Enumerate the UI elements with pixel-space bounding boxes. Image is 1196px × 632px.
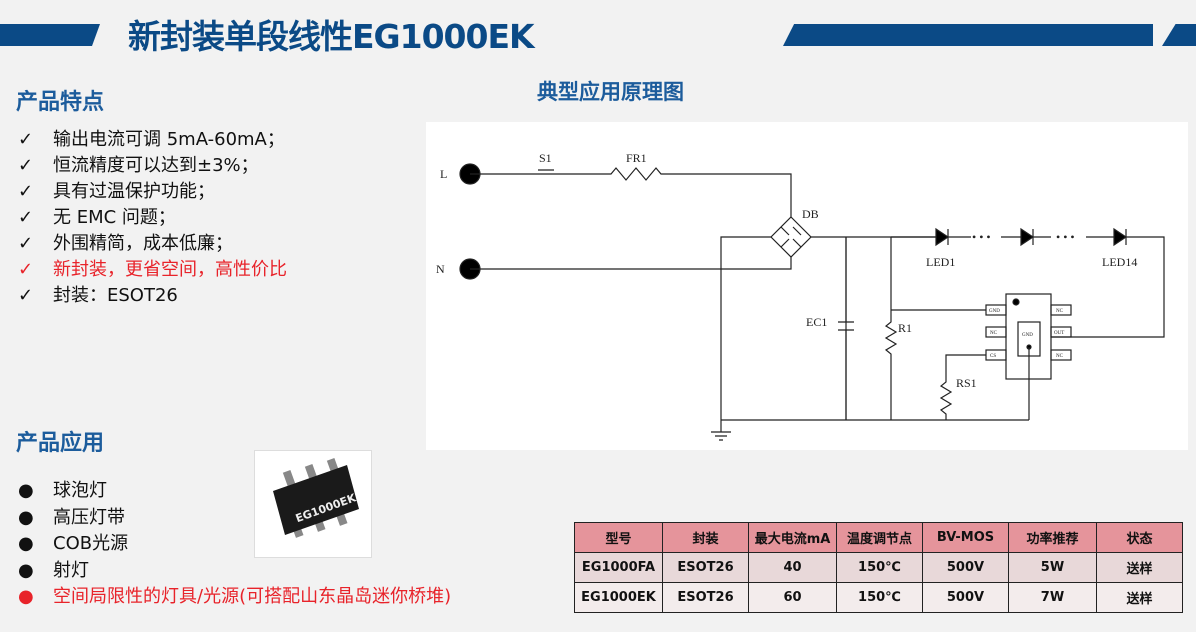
list-item: ✓ 输出电流可调 5mA-60mA； <box>18 127 287 153</box>
label-s1: S1 <box>539 151 552 165</box>
pin-cs: CS <box>990 354 996 359</box>
column-header: 状态 <box>1096 522 1183 553</box>
features-heading: 产品特点 <box>16 90 105 115</box>
check-icon: ✓ <box>18 207 34 228</box>
bullet-icon: ● <box>18 480 34 501</box>
label-led1: LED1 <box>926 255 955 269</box>
label-l: L <box>440 167 447 181</box>
table-cell: ESOT26 <box>662 552 749 583</box>
table-cell: 500V <box>922 552 1009 583</box>
pin-nc-3: NC <box>1056 354 1064 359</box>
table-cell: ESOT26 <box>662 582 749 613</box>
table-cell: 150℃ <box>836 552 923 583</box>
table-cell: 60 <box>748 582 837 613</box>
pin-nc-2: NC <box>1056 309 1064 314</box>
list-item: ✓ 封装：ESOT26 <box>18 283 287 309</box>
item-text: 空间局限性的灯具/光源(可搭配山东晶岛迷你桥堆) <box>53 586 452 607</box>
item-text: COB光源 <box>53 533 129 554</box>
table-cell: 送样 <box>1096 552 1183 583</box>
pin-gnd-pad: GND <box>1022 333 1033 338</box>
check-icon: ✓ <box>18 155 34 176</box>
page-title: 新封装单段线性EG1000EK <box>128 17 535 56</box>
bullet-icon: ● <box>18 586 34 607</box>
label-db: DB <box>802 207 819 221</box>
check-icon: ✓ <box>18 181 34 202</box>
column-header: 功率推荐 <box>1008 522 1097 553</box>
header-bar-left <box>0 24 100 46</box>
list-item: ● 空间局限性的灯具/光源(可搭配山东晶岛迷你桥堆) <box>18 584 451 611</box>
applications-list: ● 球泡灯 ● 高压灯带 ● COB光源 ● 射灯 ● 空间局限性的灯具/光源(可搭配山东晶岛迷你… <box>18 478 451 611</box>
column-header: 最大电流mA <box>748 522 837 553</box>
table-cell: 送样 <box>1096 582 1183 613</box>
chip-photo: EG1000EK <box>254 450 372 558</box>
list-item: ● 球泡灯 <box>18 478 451 505</box>
dots-2: • • • <box>1056 230 1075 244</box>
list-item: ✓ 外围精简，成本低廉； <box>18 231 287 257</box>
table-cell: 40 <box>748 552 837 583</box>
table-cell: 7W <box>1008 582 1097 613</box>
features-list: ✓ 输出电流可调 5mA-60mA； ✓ 恒流精度可以达到±3%； ✓ 具有过温保护功能；… <box>18 127 287 309</box>
label-r1: R1 <box>898 321 912 335</box>
item-text: 新封装，更省空间，高性价比 <box>53 259 287 280</box>
table-cell: EG1000EK <box>574 582 663 613</box>
table-cell: EG1000FA <box>574 552 663 583</box>
header-bar-right <box>783 24 1153 46</box>
label-ec1: EC1 <box>806 315 827 329</box>
item-text: 无 EMC 问题； <box>53 207 176 228</box>
check-icon: ✓ <box>18 129 34 150</box>
applications-heading: 产品应用 <box>16 431 105 456</box>
table-cell: 5W <box>1008 552 1097 583</box>
check-icon: ✓ <box>18 285 34 306</box>
list-item: ● COB光源 <box>18 531 451 558</box>
schematic-heading: 典型应用原理图 <box>537 80 684 104</box>
check-icon: ✓ <box>18 233 34 254</box>
item-text: 高压灯带 <box>53 506 125 528</box>
list-item: ● 高压灯带 <box>18 505 451 532</box>
bullet-icon: ● <box>18 559 34 581</box>
list-item: ✓ 具有过温保护功能； <box>18 179 287 205</box>
check-icon: ✓ <box>18 259 34 280</box>
pin-nc-1: NC <box>990 331 998 336</box>
column-header: 型号 <box>574 522 663 553</box>
schematic-diagram: L N S1 FR1 DB EC1 R1 RS1 LED1 LED14 • • … <box>426 122 1188 450</box>
list-item: ✓ 恒流精度可以达到±3%； <box>18 153 287 179</box>
item-text: 外围精简，成本低廉； <box>53 233 233 254</box>
item-text: 具有过温保护功能； <box>53 181 215 202</box>
bullet-icon: ● <box>18 506 34 528</box>
pin-gnd: GND <box>989 309 1000 314</box>
pin-out: OUT <box>1054 331 1064 336</box>
item-text: 输出电流可调 5mA-60mA； <box>53 129 285 150</box>
list-item: ✓ 无 EMC 问题； <box>18 205 287 231</box>
label-rs1: RS1 <box>956 376 977 390</box>
column-header: 温度调节点 <box>836 522 923 553</box>
header-bar-right-end <box>1162 24 1196 46</box>
list-item: ✓ 新封装，更省空间，高性价比 <box>18 257 287 283</box>
item-text: 恒流精度可以达到±3%； <box>53 155 259 176</box>
list-item: ● 射灯 <box>18 558 451 585</box>
item-text: 封装：ESOT26 <box>53 285 178 306</box>
column-header: BV-MOS <box>922 522 1009 553</box>
item-text: 射灯 <box>53 559 89 581</box>
dots-1: • • • <box>972 230 991 244</box>
column-header: 封装 <box>662 522 749 553</box>
table-cell: 500V <box>922 582 1009 613</box>
label-n: N <box>436 262 445 276</box>
table-cell: 150℃ <box>836 582 923 613</box>
label-fr1: FR1 <box>626 151 647 165</box>
label-led14: LED14 <box>1102 255 1137 269</box>
item-text: 球泡灯 <box>53 480 107 501</box>
bullet-icon: ● <box>18 533 34 554</box>
